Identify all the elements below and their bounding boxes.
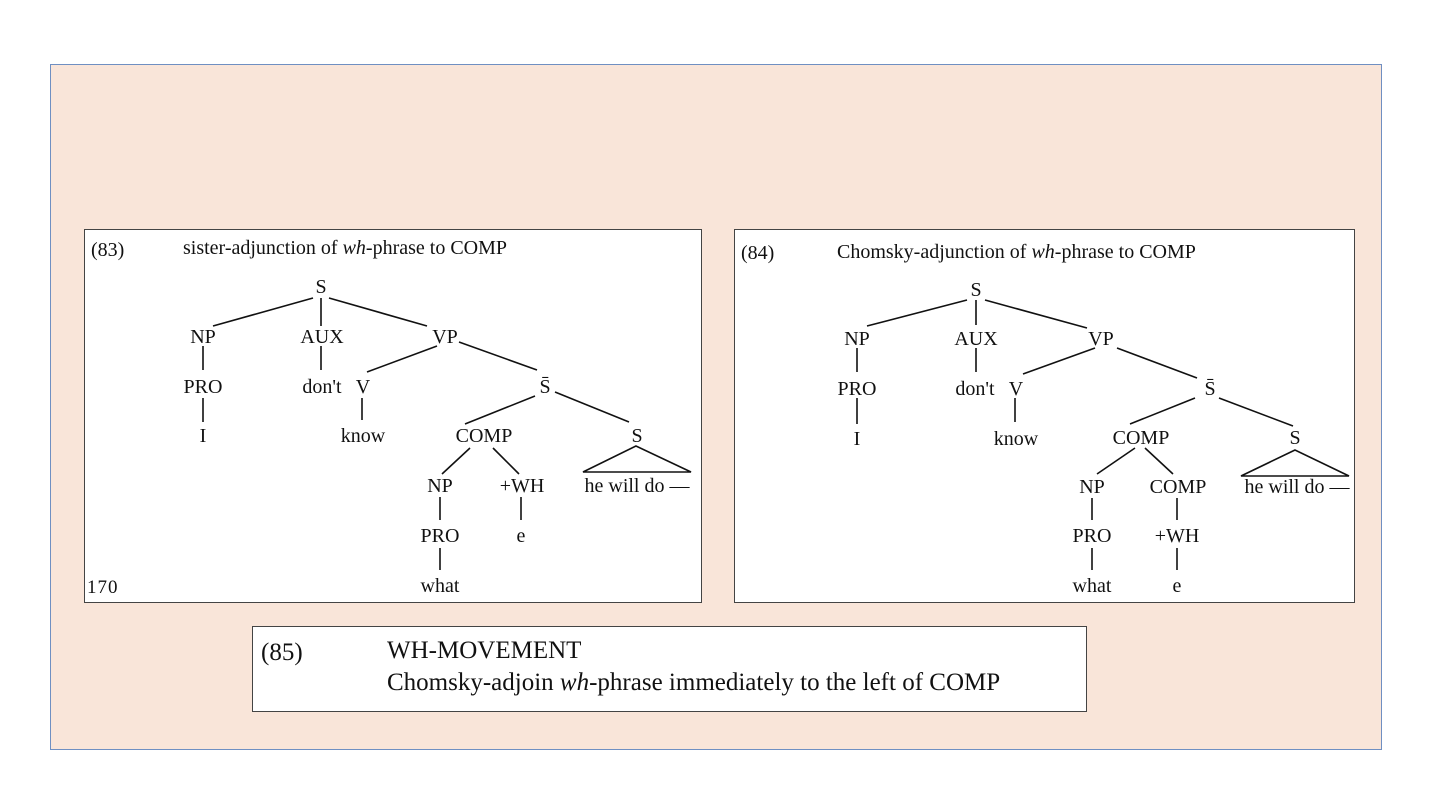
rule-description: Chomsky-adjoin wh-phrase immediately to … — [387, 669, 1001, 696]
tree-node: NP — [427, 475, 453, 497]
example-number-84: (84) — [741, 242, 775, 264]
tree-node: S̄ — [1204, 378, 1215, 400]
tree-node: +WH — [1155, 525, 1200, 547]
tree-node: VP — [432, 326, 458, 348]
tree-edges — [856, 299, 1350, 570]
tree-panel-83: (83) sister-adjunction of wh-phrase to C… — [84, 229, 702, 603]
tree-leaf: I — [200, 425, 207, 447]
tree-leaf: he will do — — [585, 475, 691, 497]
tree-leaf: what — [421, 575, 460, 597]
tree-node: NP — [844, 328, 870, 350]
tree-leaf: I — [854, 428, 861, 450]
tree-node: AUX — [300, 326, 344, 348]
syntax-tree-84: S NP PRO I AUX don't VP V know S̄ COMP N… — [838, 279, 1351, 597]
tree-node: NP — [1079, 476, 1105, 498]
tree-node: AUX — [954, 328, 998, 350]
tree-node: +WH — [500, 475, 545, 497]
tree-node: S — [631, 425, 642, 447]
tree-node: S — [1289, 427, 1300, 449]
tree-node: V — [356, 376, 371, 398]
tree-node: PRO — [184, 376, 223, 398]
tree-node: COMP — [1150, 476, 1207, 498]
tree-node: S — [970, 279, 981, 301]
example-number-85: (85) — [261, 639, 303, 666]
caption-84: Chomsky-adjunction of wh-phrase to COMP — [837, 241, 1196, 263]
caption-83: sister-adjunction of wh-phrase to COMP — [183, 237, 508, 259]
tree-leaf: what — [1073, 575, 1112, 597]
tree-node: S — [315, 276, 326, 298]
tree-node: VP — [1088, 328, 1114, 350]
tree-node: COMP — [456, 425, 513, 447]
rule-panel-85: (85) WH-MOVEMENT Chomsky-adjoin wh-phras… — [252, 626, 1087, 712]
tree-leaf: don't — [955, 378, 995, 400]
tree-leaf: e — [517, 525, 526, 547]
tree-edges — [202, 297, 692, 570]
example-number-83: (83) — [91, 239, 125, 261]
tree-node: PRO — [838, 378, 877, 400]
syntax-tree-83: S NP PRO I AUX don't VP V know S̄ COMP N… — [184, 276, 692, 597]
tree-node: PRO — [421, 525, 460, 547]
tree-node: COMP — [1113, 427, 1170, 449]
page-number: 170 — [87, 577, 119, 598]
tree-leaf: know — [994, 428, 1039, 450]
tree-leaf: he will do — — [1245, 476, 1351, 498]
tree-leaf: know — [341, 425, 386, 447]
tree-node: PRO — [1073, 525, 1112, 547]
tree-panel-84: (84) Chomsky-adjunction of wh-phrase to … — [734, 229, 1355, 603]
tree-leaf: don't — [302, 376, 342, 398]
tree-node: V — [1009, 378, 1024, 400]
tree-node: NP — [190, 326, 216, 348]
rule-title: WH-MOVEMENT — [387, 637, 582, 664]
tree-node: S̄ — [539, 376, 550, 398]
tree-leaf: e — [1173, 575, 1182, 597]
